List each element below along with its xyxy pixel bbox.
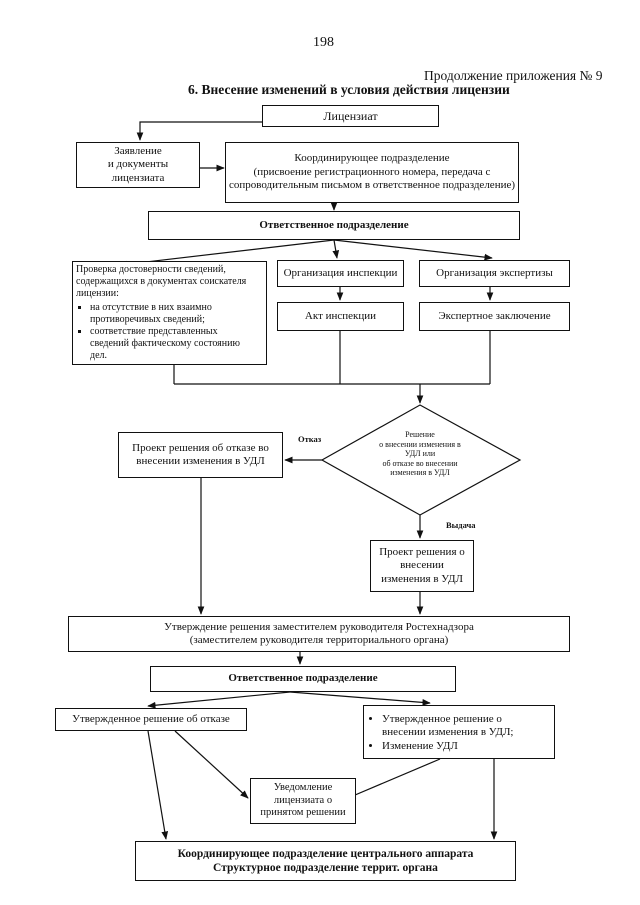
- arrow-licensee-to-application: [136, 121, 262, 141]
- approved-changes-bullet-1: Утвержденное решение о внесении изменени…: [382, 713, 547, 740]
- expert-conclusion-box: Экспертное заключение: [419, 302, 570, 331]
- decision-line-5: изменения в УДЛ: [390, 468, 450, 478]
- section-title: 6. Внесение изменений в условия действия…: [188, 82, 510, 97]
- approved-changes-box: Утвержденное решение о внесении изменени…: [363, 705, 555, 759]
- notification-line-2: лицензиата о: [273, 794, 333, 806]
- final-line-1: Координирующее подразделение центральног…: [177, 847, 474, 860]
- inspection-act-box: Акт инспекции: [277, 302, 404, 331]
- licensee-box: Лицензиат: [262, 105, 439, 127]
- verification-box: Проверка достоверности сведений, содержа…: [72, 261, 267, 365]
- approved-refusal-box: Утвержденное решение об отказе: [55, 708, 247, 731]
- notification-box: Уведомление лицензиата о принятом решени…: [250, 778, 356, 824]
- verification-bullet-1: на отсутствие в них взаимно противоречив…: [90, 302, 255, 326]
- arrow-refusal-to-notification: [174, 730, 249, 799]
- approval-box: Утверждение решения заместителем руковод…: [68, 616, 570, 652]
- licensee-label: Лицензиат: [323, 108, 378, 123]
- approval-line-1: Утверждение решения заместителем руковод…: [164, 620, 474, 633]
- application-line-1: Заявление: [114, 144, 162, 157]
- notification-line-1: Уведомление: [273, 781, 333, 793]
- responsible-unit-2-label: Ответственное подразделение: [228, 672, 378, 685]
- decision-line-2: о внесении изменения в: [379, 439, 461, 449]
- verification-bullet-2: соответствие представленных сведений фак…: [90, 326, 255, 362]
- refusal-draft-line-1: Проект решения об отказе во: [132, 441, 269, 454]
- arrow-responsible-2-to-changes: [289, 691, 431, 706]
- expert-conclusion-label: Экспертное заключение: [438, 309, 551, 322]
- application-box: Заявление и документы лицензиата: [76, 142, 200, 188]
- arrow-responsible-to-inspection: [332, 239, 340, 259]
- page-number: 198: [313, 35, 334, 50]
- arrow-refusal-to-final: [147, 730, 169, 840]
- approved-changes-bullet-2: Изменение УДЛ: [382, 740, 547, 753]
- inspection-org-label: Организация инспекции: [283, 266, 398, 279]
- verification-line-1: Проверка достоверности сведений,: [76, 264, 226, 275]
- decision-line-1: Решение: [405, 430, 435, 439]
- coordinating-unit-box: Координирующее подразделение (присвоение…: [225, 142, 519, 203]
- refusal-draft-box: Проект решения об отказе во внесении изм…: [118, 432, 283, 478]
- final-box: Координирующее подразделение центральног…: [135, 841, 516, 881]
- arrow-responsible-2-to-refusal: [147, 691, 291, 709]
- approved-refusal-label: Утвержденное решение об отказе: [72, 712, 230, 725]
- change-draft-box: Проект решения о внесении изменения в УД…: [370, 540, 474, 592]
- arrow-changes-to-notification: [347, 758, 441, 799]
- responsible-unit-label: Ответственное подразделение: [259, 218, 409, 231]
- verification-line-2: содержащихся в документах соискателя: [76, 276, 247, 287]
- decision-text: Решение о внесении изменения в УДЛ или о…: [340, 430, 500, 478]
- issue-label: Выдача: [446, 520, 476, 530]
- inspection-org-box: Организация инспекции: [277, 260, 404, 287]
- responsible-unit-box-2: Ответственное подразделение: [150, 666, 456, 692]
- arrow-responsible-to-verification: [119, 239, 335, 268]
- inspection-act-label: Акт инспекции: [304, 309, 377, 322]
- final-line-2: Структурное подразделение террит. органа: [213, 862, 438, 874]
- coordinating-line-1: Координирующее подразделение: [294, 152, 450, 165]
- coordinating-line-3: сопроводительным письмом в ответственное…: [228, 179, 516, 192]
- change-draft-line-3: изменения в УДЛ: [381, 572, 463, 585]
- expertise-org-box: Организация экспертизы: [419, 260, 570, 287]
- change-draft-line-2: внесении: [400, 559, 444, 572]
- continuation-note: Продолжение приложения № 9: [424, 68, 603, 83]
- refusal-label: Отказ: [298, 434, 322, 444]
- coordinating-line-2: (присвоение регистрационного номера, пер…: [253, 165, 491, 178]
- responsible-unit-box: Ответственное подразделение: [148, 211, 520, 240]
- notification-line-3: принятом решении: [260, 807, 346, 819]
- refusal-draft-line-2: внесении изменения в УДЛ: [136, 455, 265, 467]
- approved-changes-bullets: Утвержденное решение о внесении изменени…: [370, 713, 547, 753]
- change-draft-line-1: Проект решения о: [379, 545, 465, 558]
- decision-line-4: об отказе во внесении: [382, 458, 458, 468]
- approval-line-2: (заместителем руководителя территориальн…: [189, 634, 449, 646]
- verification-line-3: лицензии:: [76, 288, 119, 299]
- application-line-2: и документы: [107, 158, 169, 171]
- decision-line-3: УДЛ или: [404, 449, 436, 459]
- application-line-3: лицензиата: [111, 171, 165, 184]
- verification-bullets: на отсутствие в них взаимно противоречив…: [76, 302, 255, 362]
- arrow-responsible-to-expertise: [333, 239, 493, 261]
- expertise-org-label: Организация экспертизы: [436, 266, 553, 279]
